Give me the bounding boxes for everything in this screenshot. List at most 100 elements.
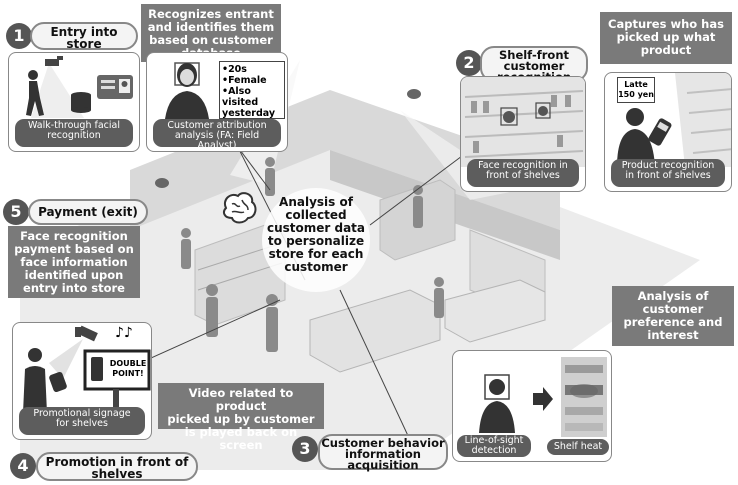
panel-walkthrough: Walk-through facial recognition	[8, 52, 140, 152]
callout-recognize-line2: and identifies them	[147, 20, 275, 34]
callout-analysis-preference: Analysis of customer preference and inte…	[612, 286, 734, 346]
shopper-silhouettes	[181, 157, 444, 352]
brain-icon	[218, 190, 260, 226]
product-illustration	[617, 73, 731, 167]
center-line1: Analysis of	[279, 195, 353, 209]
gaze-caption: Line-of-sight detection	[457, 435, 531, 457]
step-5-number: 5	[3, 199, 29, 225]
step-1-title: Entry into store	[30, 22, 138, 50]
callout-payment-line5: entry into store	[23, 281, 125, 295]
gaze-caption-line1: Line-of-sight	[464, 435, 524, 446]
callout-analysis-line1: Analysis of	[637, 289, 709, 303]
step-3-title-line1: Customer behavior	[321, 436, 445, 450]
step-2-title-line2: customer	[503, 59, 565, 73]
callout-video-line3: is played back on screen	[184, 425, 298, 452]
shelf-face-caption: Face recognition in front of shelves	[467, 159, 579, 187]
heatmap-caption: Shelf heat map	[547, 439, 609, 461]
callout-recognize-line1: Recognizes entrant	[148, 7, 274, 21]
step-2-number: 2	[456, 50, 482, 76]
person-icon	[165, 63, 209, 119]
panel-attribution: •20s •Female •Also visited yesterday Cus…	[146, 52, 288, 152]
attribute-visit-line2: yesterday	[222, 108, 276, 119]
shelf-face-illustration	[461, 77, 585, 167]
product-caption: Product recognition in front of shelves	[611, 159, 725, 187]
step-4-number: 4	[10, 453, 36, 479]
person-icon	[617, 108, 655, 167]
step-1-title-line1: Entry into	[50, 25, 118, 39]
price-tag: Latte 150 yen	[617, 77, 655, 103]
step-4-title: Promotion in front of shelves	[36, 452, 198, 481]
step-2-title-line1: Shelf-front	[498, 48, 570, 62]
ceiling-camera	[155, 178, 169, 188]
face-icon	[500, 102, 551, 126]
callout-video: Video related to product picked up by cu…	[158, 383, 324, 452]
attribute-list: •20s •Female •Also visited yesterday	[219, 61, 285, 119]
shelf-lines	[686, 88, 731, 154]
gaze-illustration	[479, 357, 607, 437]
callout-captures-line2: picked up what	[616, 30, 716, 44]
step-4-title-line1: Promotion in front of	[45, 455, 189, 469]
step-1-number: 1	[6, 23, 32, 49]
walkthrough-caption-line2: recognition	[47, 130, 101, 141]
ceiling-camera	[407, 89, 421, 99]
shelf-face-caption-line2: front of shelves	[486, 170, 560, 181]
person-icon	[479, 379, 515, 433]
attribution-caption-line1: Customer attribution	[167, 120, 267, 131]
camera-icon	[75, 325, 98, 342]
callout-payment: Face recognition payment based on face i…	[8, 226, 140, 298]
product-caption-line1: Product recognition	[621, 160, 715, 171]
callout-video-line1: Video related to product	[188, 386, 294, 413]
callout-analysis-line2: customer	[642, 302, 704, 316]
callout-analysis-line4: interest	[647, 328, 699, 342]
counter-right	[444, 279, 546, 343]
callout-analysis-line3: preference and	[623, 315, 723, 329]
step-3-title-line2: information	[345, 447, 421, 461]
center-line3: customer data	[266, 221, 366, 235]
price-tag-product: Latte	[624, 80, 648, 89]
attribute-age: •20s	[222, 64, 247, 75]
camera-beam	[31, 63, 84, 118]
panel-promo: ♪♪ DOUBLE POINT! Promotional signage for…	[12, 322, 152, 440]
promo-caption: Promotional signage for shelves	[19, 407, 145, 435]
price-tag-price: 150 yen	[618, 90, 654, 99]
center-line6: customer	[284, 260, 348, 274]
promo-illustration: ♪♪	[23, 325, 151, 413]
signage-text: DOUBLE POINT!	[105, 359, 151, 379]
promo-caption-line2: for shelves	[56, 418, 108, 429]
signage-screen	[83, 349, 151, 391]
product-cup-icon	[49, 371, 67, 393]
product-bottle-icon	[648, 118, 672, 146]
callout-video-line2: picked up by customer	[167, 412, 315, 426]
callout-captures-line1: Captures who has	[608, 17, 724, 31]
product-caption-line2: in front of shelves	[625, 170, 711, 181]
promo-caption-line1: Promotional signage	[33, 408, 131, 419]
attribute-visit-line1: •Also visited	[222, 86, 259, 108]
shelf-products	[471, 95, 571, 153]
face-frame	[484, 374, 510, 400]
step-3-title-line3: acquisition	[347, 458, 419, 472]
callout-payment-line3: face information	[20, 255, 128, 269]
checkout-counter	[309, 289, 441, 373]
step-3-number: 3	[292, 436, 318, 462]
center-line5: store for each	[268, 247, 364, 261]
center-line4: to personalize	[267, 234, 365, 248]
attribution-caption-line2: analysis (FA: Field Analyst)	[174, 130, 260, 151]
attribution-illustration	[165, 62, 209, 119]
shelf-face-caption-line1: Face recognition in	[478, 160, 568, 171]
step-3-title: Customer behavior information acquisitio…	[318, 434, 448, 472]
person-icon	[23, 348, 47, 413]
callout-captures-line3: product	[640, 43, 692, 57]
step-5-title: Payment (exit)	[28, 199, 148, 225]
center-analysis-text: Analysis of collected customer data to p…	[258, 196, 374, 274]
callout-payment-line1: Face recognition	[20, 229, 128, 243]
step-5-title-line1: Payment (exit)	[38, 205, 138, 219]
shelf-lines	[464, 90, 584, 158]
callout-recognize-line3: based on customer	[149, 33, 273, 47]
panel-shelf-face: Face recognition in front of shelves	[460, 76, 586, 192]
attribution-caption: Customer attribution analysis (FA: Field…	[153, 119, 281, 151]
camera-icon	[45, 56, 63, 66]
callout-captures: Captures who has picked up what product	[600, 12, 732, 64]
callout-payment-line2: payment based on	[14, 242, 134, 256]
music-note-icon: ♪♪	[115, 325, 133, 341]
